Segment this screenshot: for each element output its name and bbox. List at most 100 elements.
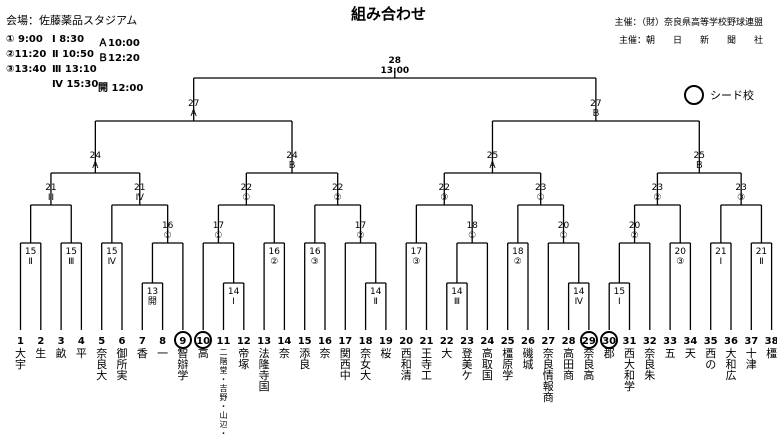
team-number: 33 bbox=[663, 336, 678, 347]
team-number: 4 bbox=[77, 336, 85, 347]
match-slot: ③ bbox=[412, 257, 421, 267]
team-name: 帝塚 bbox=[238, 347, 250, 371]
team-number: 6 bbox=[118, 336, 126, 347]
team-number: 17 bbox=[338, 336, 353, 347]
team-number: 5 bbox=[98, 336, 106, 347]
match-slot: Ⅰ bbox=[719, 257, 723, 267]
match-slot: ③ bbox=[737, 193, 746, 203]
team-number: 34 bbox=[683, 336, 698, 347]
match-slot: ③ bbox=[676, 257, 685, 267]
team-name: 一 bbox=[157, 347, 169, 360]
team-number: 12 bbox=[236, 336, 251, 347]
team-name: 御所実 bbox=[116, 347, 128, 382]
match-day: 28 bbox=[388, 56, 402, 66]
organizer-line: 主催：（財）奈良県高等学校野球連盟 bbox=[614, 18, 763, 28]
match-day: 25 bbox=[693, 151, 706, 161]
match-day: 16 bbox=[309, 247, 321, 257]
team-name: 大和広 bbox=[725, 347, 737, 382]
team-number: 18 bbox=[358, 336, 373, 347]
team-name: 法隆寺国 bbox=[258, 347, 270, 393]
team-number: 19 bbox=[378, 336, 393, 347]
team-name: 生 bbox=[35, 347, 47, 360]
schedule-slot: Ⅲ 13:10 bbox=[52, 64, 97, 75]
match-slot: Ⅱ bbox=[28, 257, 33, 267]
match-day: 25 bbox=[486, 151, 499, 161]
team-number: 37 bbox=[744, 336, 759, 347]
organizer-line: 主催：朝 日 新 聞 社 bbox=[618, 36, 763, 46]
team-name: 桜 bbox=[380, 347, 392, 360]
match-day: 15 bbox=[24, 247, 37, 257]
match-day: 15 bbox=[65, 247, 77, 257]
seed-circle-icon bbox=[579, 331, 598, 349]
match-slot: Ⅱ bbox=[759, 257, 764, 267]
match-day: 21 bbox=[45, 183, 57, 193]
page-title: 組み合わせ bbox=[350, 5, 426, 23]
team-name: 大宇 bbox=[15, 347, 26, 371]
team-name: 登美ケ bbox=[461, 347, 473, 382]
match-slot: ③ bbox=[440, 193, 449, 203]
team-name: 平 bbox=[75, 347, 87, 360]
team-number: 25 bbox=[500, 336, 515, 347]
team-number: 14 bbox=[277, 336, 292, 347]
team-number: 11 bbox=[216, 336, 231, 347]
match-slot: Ⅳ bbox=[574, 297, 583, 307]
team-name: 西和清 bbox=[400, 347, 412, 382]
match-slot: Ａ bbox=[189, 109, 199, 119]
match-day: 20 bbox=[674, 247, 686, 257]
match-day: 17 bbox=[354, 221, 367, 231]
match-slot: ① bbox=[559, 231, 568, 241]
match-slot: ② bbox=[356, 231, 365, 241]
team-name: 奈 bbox=[319, 347, 331, 360]
match-slot: Ｂ bbox=[287, 161, 297, 171]
match-day: 21 bbox=[715, 247, 727, 257]
schedule-slot: Ｂ12:20 bbox=[98, 53, 140, 64]
match-slot: Ⅲ bbox=[453, 297, 461, 307]
match-slot: ① bbox=[214, 231, 223, 241]
seed-circle-icon bbox=[194, 331, 213, 349]
schedule-slot: Ａ10:00 bbox=[98, 38, 140, 49]
match-day: 15 bbox=[613, 287, 626, 297]
match-slot: ① bbox=[163, 231, 172, 241]
team-number: 26 bbox=[521, 336, 535, 347]
match-day: 22 bbox=[240, 183, 253, 193]
match-day: 22 bbox=[331, 183, 344, 193]
match-day: 24 bbox=[89, 151, 102, 161]
team-number: 20 bbox=[399, 336, 414, 347]
team-name: 高 bbox=[197, 347, 209, 360]
team-number: 15 bbox=[297, 336, 312, 347]
seed-circle-icon bbox=[173, 331, 192, 349]
match-slot: ② bbox=[333, 193, 342, 203]
match-slot: Ⅳ bbox=[107, 257, 116, 267]
team-number: 13 bbox=[257, 336, 272, 347]
team-number: 35 bbox=[703, 336, 718, 347]
team-number: 28 bbox=[561, 336, 576, 347]
team-number: 2 bbox=[37, 336, 45, 347]
match-day: 17 bbox=[410, 247, 423, 257]
team-number: 1 bbox=[17, 336, 24, 347]
match-slot: ③ bbox=[310, 257, 319, 267]
match-slot: ② bbox=[270, 257, 279, 267]
match-slot: Ⅰ bbox=[618, 297, 621, 307]
team-number: 21 bbox=[419, 336, 434, 347]
team-number: 32 bbox=[642, 336, 657, 347]
